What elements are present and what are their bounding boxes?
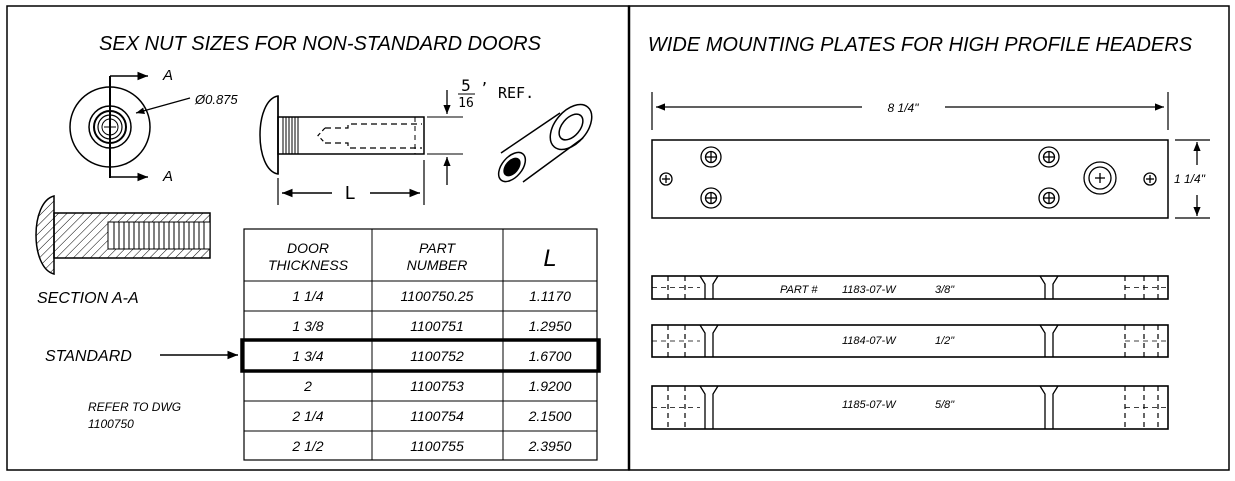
cell-r2-c0: 1 3/4 bbox=[292, 348, 323, 364]
nut-isometric-view bbox=[497, 103, 593, 183]
cell-r3-c2: 1.9200 bbox=[529, 378, 572, 394]
cell-r2-c1: 1100752 bbox=[410, 348, 464, 364]
plate-side-profile-1 bbox=[651, 275, 1169, 300]
cell-r0-c1: 1100750.25 bbox=[401, 288, 474, 304]
plate-height-label: 1 1/4" bbox=[1174, 172, 1206, 186]
plate-side-profile-2 bbox=[651, 324, 1169, 358]
length-dim-label: L bbox=[345, 183, 356, 204]
cell-r3-c0: 2 bbox=[303, 378, 312, 394]
nut-side-view bbox=[259, 90, 463, 205]
plate-side-views bbox=[651, 275, 1169, 430]
right-title: WIDE MOUNTING PLATES FOR HIGH PROFILE HE… bbox=[648, 34, 1193, 56]
cell-r4-c1: 1100754 bbox=[410, 408, 464, 424]
nut-end-view bbox=[69, 71, 191, 182]
dim-fraction-numerator: 5 bbox=[461, 76, 471, 95]
cell-r4-c0: 2 1/4 bbox=[291, 408, 323, 424]
cell-r0-c2: 1.1170 bbox=[529, 288, 571, 304]
cell-r2-c2: 1.6700 bbox=[529, 348, 572, 364]
section-a-a-view bbox=[35, 195, 211, 275]
right-panel-frame bbox=[628, 5, 1230, 471]
plate-width-dimension bbox=[651, 92, 1169, 130]
cell-r1-c0: 1 3/8 bbox=[292, 318, 323, 334]
plate-1-part: 1183-07-W bbox=[842, 284, 897, 296]
plate-width-label: 8 1/4" bbox=[888, 101, 920, 115]
standard-label: STANDARD bbox=[45, 348, 132, 365]
left-title: SEX NUT SIZES FOR NON-STANDARD DOORS bbox=[99, 33, 542, 55]
mounting-plate-top-view bbox=[651, 139, 1210, 219]
plate-1-thickness: 3/8" bbox=[935, 284, 955, 296]
cell-r1-c2: 1.2950 bbox=[529, 318, 572, 334]
part-prefix-label: PART # bbox=[780, 284, 818, 296]
ref-tick: ’ bbox=[480, 81, 488, 97]
plate-3-part: 1185-07-W bbox=[842, 399, 897, 411]
refer-line-1: REFER TO DWG bbox=[88, 400, 181, 414]
sizes-table: DOOR THICKNESS PART NUMBER L 1 1/4 11007… bbox=[240, 228, 601, 461]
header-door-1: DOOR bbox=[287, 240, 329, 256]
plate-2-part: 1184-07-W bbox=[842, 335, 897, 347]
header-length: L bbox=[543, 245, 556, 272]
section-marker-top: A bbox=[162, 67, 173, 84]
highlighted-row-box bbox=[240, 338, 601, 373]
header-part-2: NUMBER bbox=[407, 257, 468, 273]
cell-r5-c1: 1100755 bbox=[410, 438, 464, 454]
diameter-label: Ø0.875 bbox=[194, 92, 238, 107]
cell-r0-c0: 1 1/4 bbox=[292, 288, 323, 304]
cell-r1-c1: 1100751 bbox=[410, 318, 463, 334]
cell-r4-c2: 2.1500 bbox=[528, 408, 572, 424]
plate-2-thickness: 1/2" bbox=[935, 335, 955, 347]
dim-fraction-denominator: 16 bbox=[458, 96, 474, 111]
cell-r5-c2: 2.3950 bbox=[528, 438, 572, 454]
plate-side-profile-3 bbox=[651, 385, 1169, 430]
plate-3-thickness: 5/8" bbox=[935, 399, 955, 411]
section-label: SECTION A-A bbox=[37, 290, 139, 307]
header-part-1: PART bbox=[419, 240, 456, 256]
cell-r3-c1: 1100753 bbox=[410, 378, 464, 394]
cell-r5-c0: 2 1/2 bbox=[291, 438, 323, 454]
header-door-2: THICKNESS bbox=[268, 257, 349, 273]
ref-label: REF. bbox=[498, 84, 534, 102]
section-marker-bottom: A bbox=[162, 168, 173, 185]
refer-line-2: 1100750 bbox=[88, 417, 134, 431]
